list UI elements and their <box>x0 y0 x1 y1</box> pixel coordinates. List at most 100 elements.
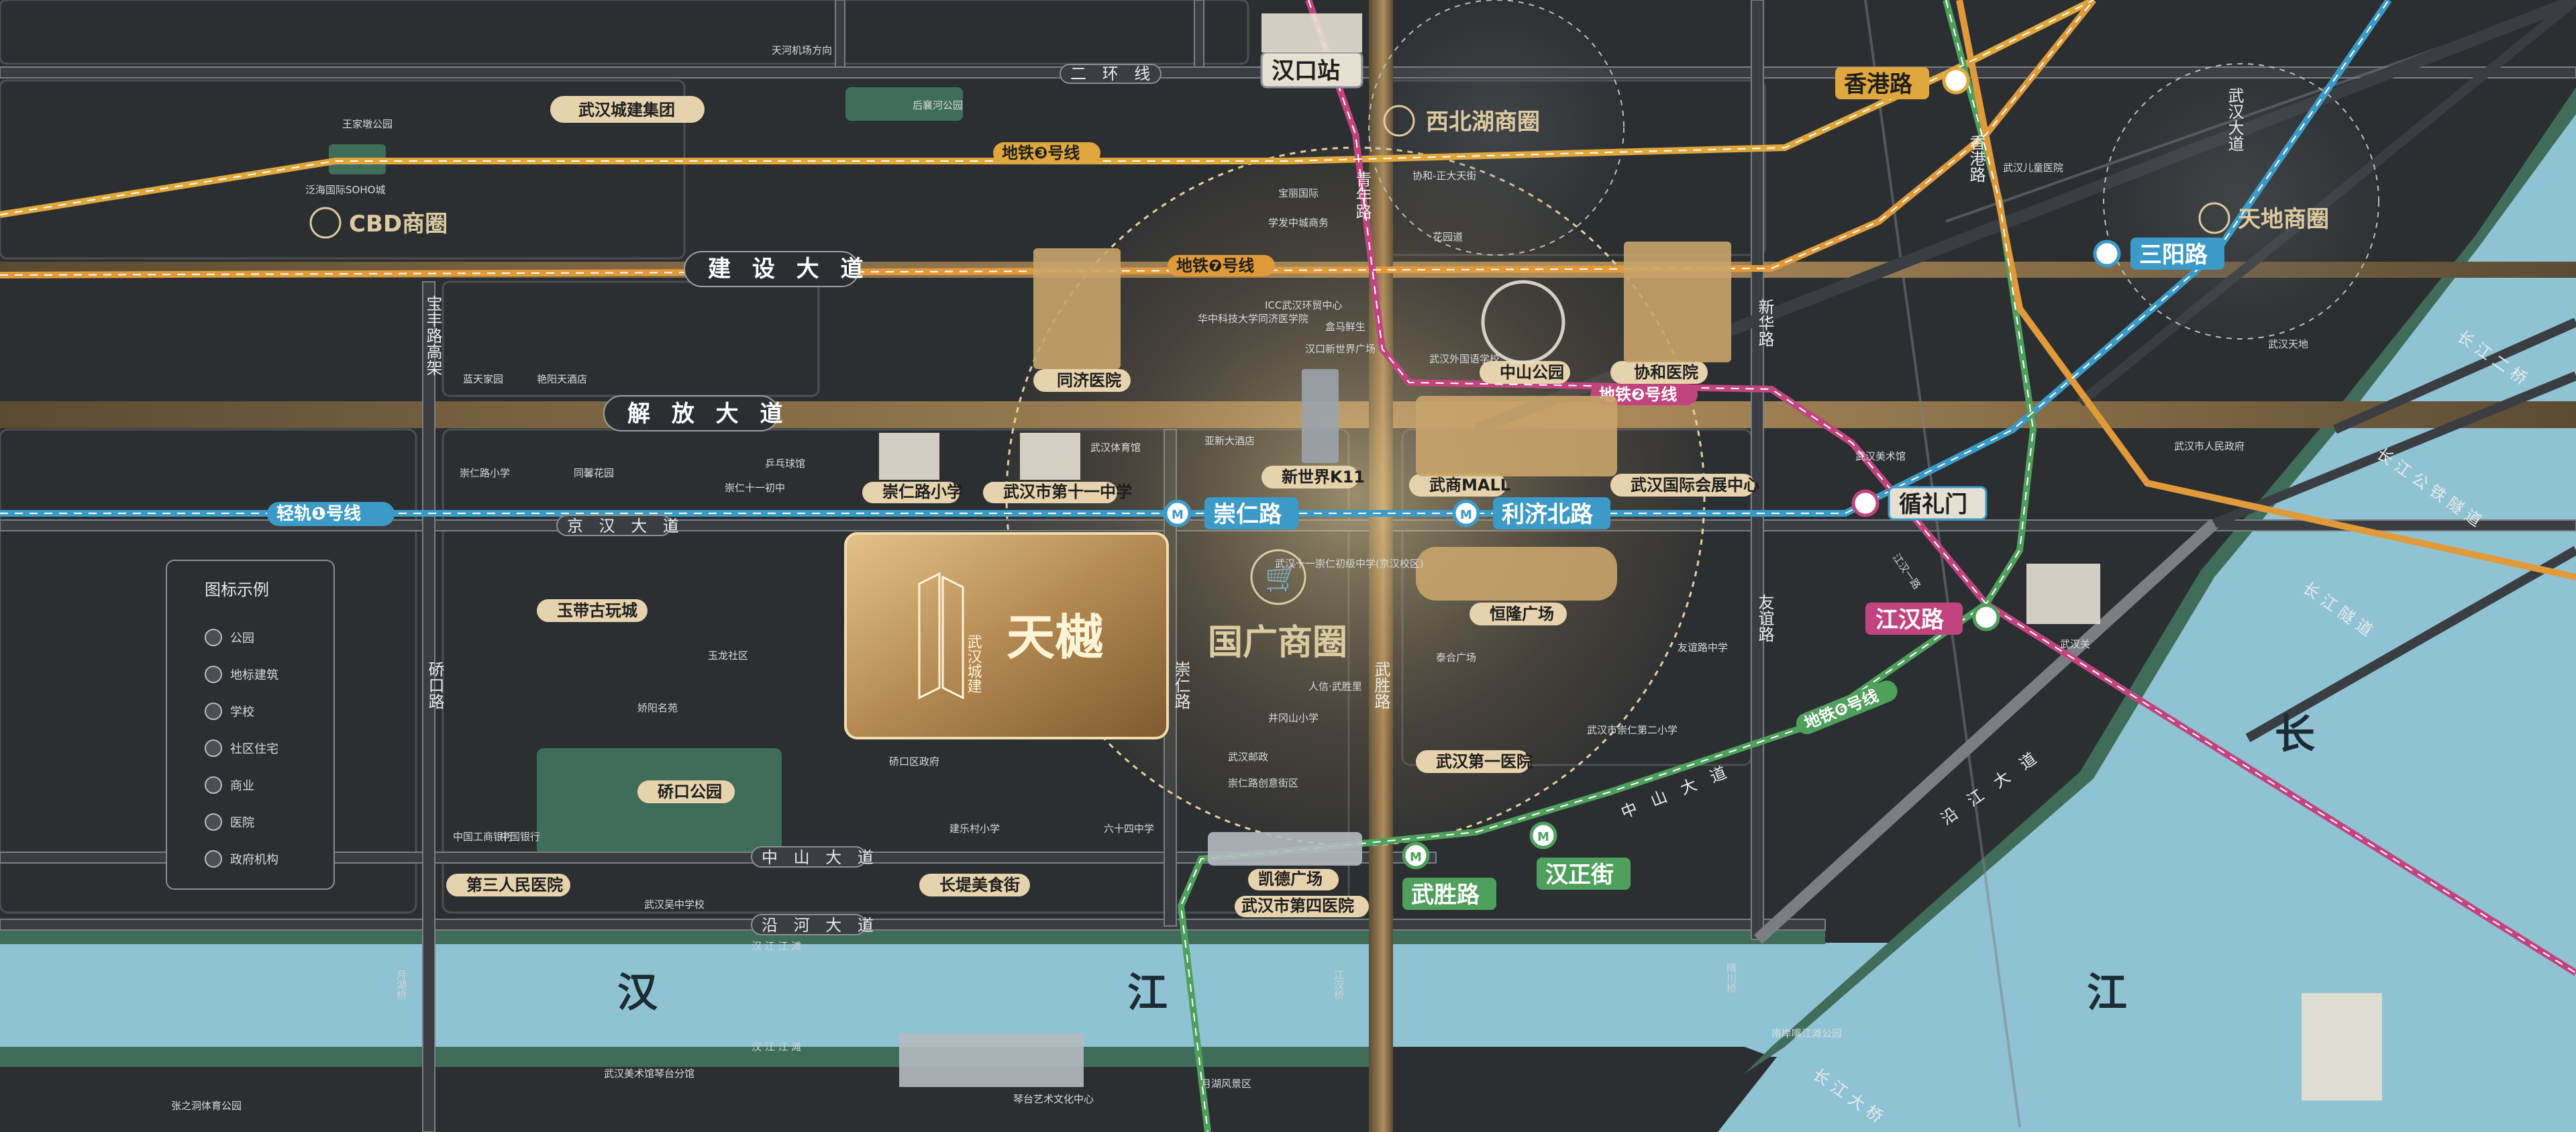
poi-xuefa: 学发中城商务 <box>1268 217 1329 229</box>
metro-line-7-label: 地铁❼号线 <box>1176 256 1254 275</box>
station-sanyang[interactable]: 三阳路 <box>2093 238 2224 270</box>
river-labels: 汉 江 长 江 <box>617 711 2315 1017</box>
landmark-first-hosp: 武汉第一医院 <box>1416 750 1533 773</box>
station-hanzheng[interactable]: M 汉正街 <box>1529 821 1631 890</box>
school-icon <box>205 703 222 720</box>
poi-fanhai: 泛海国际SOHO城 <box>305 184 385 196</box>
poi-xinshijie: 汉口新世界广场 <box>1305 343 1376 355</box>
poi-wuhan-foreign: 武汉外国语学校 <box>1429 353 1500 365</box>
poi-wuhan11b: 武汉十一崇仁初级中学(京汉校区) <box>1275 558 1424 570</box>
river-han-2: 江 <box>1127 970 1168 1017</box>
station-chongren[interactable]: M 崇仁路 <box>1164 497 1298 529</box>
svg-text:崇仁路: 崇仁路 <box>1213 501 1282 528</box>
landmark-k11: 新世界K11 <box>1261 466 1365 488</box>
metro-line-1-label: 轻轨❶号线 <box>276 504 361 524</box>
poi-hust: 华中科技大学同济医学院 <box>1198 313 1308 325</box>
school-building-icon <box>879 433 939 480</box>
landmark-henglong: 恒隆广场 <box>1470 603 1567 625</box>
svg-text:玉带古玩城: 玉带古玩城 <box>557 601 637 620</box>
poi-hanjiang-mouth: 南岸嘴江滩公园 <box>1771 1027 1842 1039</box>
road-xianggang: 香港路 <box>1967 134 1986 183</box>
poi-yihe: 艳阳天酒店 <box>537 373 587 385</box>
station-xianggang[interactable]: 香港路 <box>1835 66 1970 99</box>
svg-text:汉正街: 汉正街 <box>1545 862 1614 888</box>
poi-yuehu-park: 月湖风景区 <box>1201 1078 1251 1090</box>
landmark-buildings <box>879 13 2382 1100</box>
poi-yaxin: 亚新大酒店 <box>1204 435 1255 447</box>
poi-wutiyu: 武汉体育馆 <box>1090 442 1141 454</box>
poi-gongshang: 中国工商银行 <box>453 831 513 843</box>
svg-text:崇仁路小学: 崇仁路小学 <box>882 482 963 501</box>
poi-wuhan-jianghan2: 武汉市崇仁第二小学 <box>1587 724 1678 736</box>
svg-text:中山公园: 中山公园 <box>1500 363 1564 382</box>
legend-item-commerce: 商业 <box>205 776 254 794</box>
legend-item-residence: 社区住宅 <box>205 739 278 757</box>
landmark-school11: 武汉市第十一中学 <box>983 482 1132 503</box>
small-pois: 天河机场方向 后襄河公园 王家墩公园 泛海国际SOHO城 宝丽国际 学发中城商务… <box>171 44 2308 1112</box>
legend-title: 图标示例 <box>205 580 269 599</box>
svg-text:恒隆广场: 恒隆广场 <box>1490 605 1554 623</box>
poi-youyi-mid: 友谊路中学 <box>1678 641 1728 654</box>
landmarks: 武汉城建集团 同济医院 协和医院 中山公园 武商MALL 武汉国际会展中心 新世… <box>446 96 1759 917</box>
landmark-tongji: 同济医院 <box>1033 369 1131 392</box>
poi-jianxi: 崇仁路小学 <box>460 467 510 479</box>
svg-text:三阳路: 三阳路 <box>2139 242 2208 268</box>
svg-text:汉口站: 汉口站 <box>1272 58 1340 85</box>
project-card[interactable]: 武汉城建 天樾 <box>844 532 1169 739</box>
poi-lantian: 蓝天家园 <box>463 373 503 385</box>
project-logo-icon <box>918 572 964 700</box>
station-jianghan[interactable]: 江汉路 <box>1865 603 2000 635</box>
svg-text:武汉第一医院: 武汉第一医院 <box>1436 752 1533 771</box>
road-qingnian: 青年路 <box>1353 171 1372 219</box>
park-icon <box>205 629 222 646</box>
svg-text:武胜路: 武胜路 <box>1411 882 1480 909</box>
svg-text:武汉城建集团: 武汉城建集团 <box>578 101 675 119</box>
svg-text:M: M <box>1410 850 1422 864</box>
han-river-bank-south <box>0 1047 1376 1067</box>
station-xunli[interactable]: 循礼门 <box>1851 486 1988 521</box>
road-jinghan: 京 汉 大 道 <box>567 517 684 535</box>
metro-line-8-stub <box>1956 0 2576 580</box>
road-yanhe: 沿 河 大 道 <box>762 916 879 935</box>
road-yuehu: 月湖桥 <box>395 970 407 1000</box>
svg-text:公园: 公园 <box>230 631 254 646</box>
han-river-bank <box>0 929 1825 944</box>
svg-text:同济医院: 同济医院 <box>1057 371 1121 390</box>
station-lijibei[interactable]: M 利济北路 <box>1452 497 1610 529</box>
road-qiaokou: 硚口路 <box>425 661 444 709</box>
poi-pingpang: 乒乓球馆 <box>765 458 805 470</box>
station-hankou[interactable]: 汉口站 <box>1260 51 1363 89</box>
landmark-kaide: 凯德广场 <box>1248 869 1339 890</box>
commerce-icon <box>205 776 222 794</box>
project-brand: 武汉城建 <box>965 634 982 693</box>
yangtze-river <box>1718 101 2576 1132</box>
road-erhuan: 二 环 线 <box>1070 64 1155 83</box>
school11-building-icon <box>1020 433 1080 480</box>
poi-taihe: 泰合广场 <box>1436 652 1476 664</box>
svg-text:凯德广场: 凯德广场 <box>1258 870 1323 888</box>
district-guoguang: 🛒 国广商圈 <box>1208 549 1347 663</box>
hankou-station-icon <box>1261 13 1362 52</box>
landmark-wuhan-chengjian: 武汉城建集团 <box>550 96 705 123</box>
poi-yisheng: 武汉美术馆 <box>1855 450 1906 462</box>
ferris-wheel-icon <box>1481 280 1565 364</box>
wushang-building-icon <box>1416 396 1617 476</box>
poi-liushisi: 六十四中学 <box>1104 823 1154 835</box>
road-jiangdi: 江汉桥 <box>1333 970 1345 1000</box>
svg-text:国广商圈: 国广商圈 <box>1208 623 1347 663</box>
landmark-yudai: 玉带古玩城 <box>537 599 648 622</box>
svg-text:地标建筑: 地标建筑 <box>230 668 278 682</box>
svg-text:武汉市第十一中学: 武汉市第十一中学 <box>1003 482 1132 501</box>
poi-jiangtan: 武汉关 <box>2060 638 2090 650</box>
district-tiandi: 天地商圈 <box>2198 202 2329 234</box>
station-wusheng[interactable]: M 武胜路 <box>1402 841 1496 910</box>
landmark-wushang: 武商MALL <box>1409 474 1510 497</box>
poi-jianle: 建乐村小学 <box>949 823 1000 835</box>
landmark-zhongshan-park: 中山公园 <box>1480 361 1570 384</box>
svg-text:第三人民医院: 第三人民医院 <box>466 876 563 894</box>
road-qingchuan: 晴川桥 <box>1725 963 1737 993</box>
svg-text:新世界K11: 新世界K11 <box>1282 468 1365 486</box>
river-han-1: 汉 <box>617 970 658 1017</box>
residence-icon <box>205 739 222 757</box>
